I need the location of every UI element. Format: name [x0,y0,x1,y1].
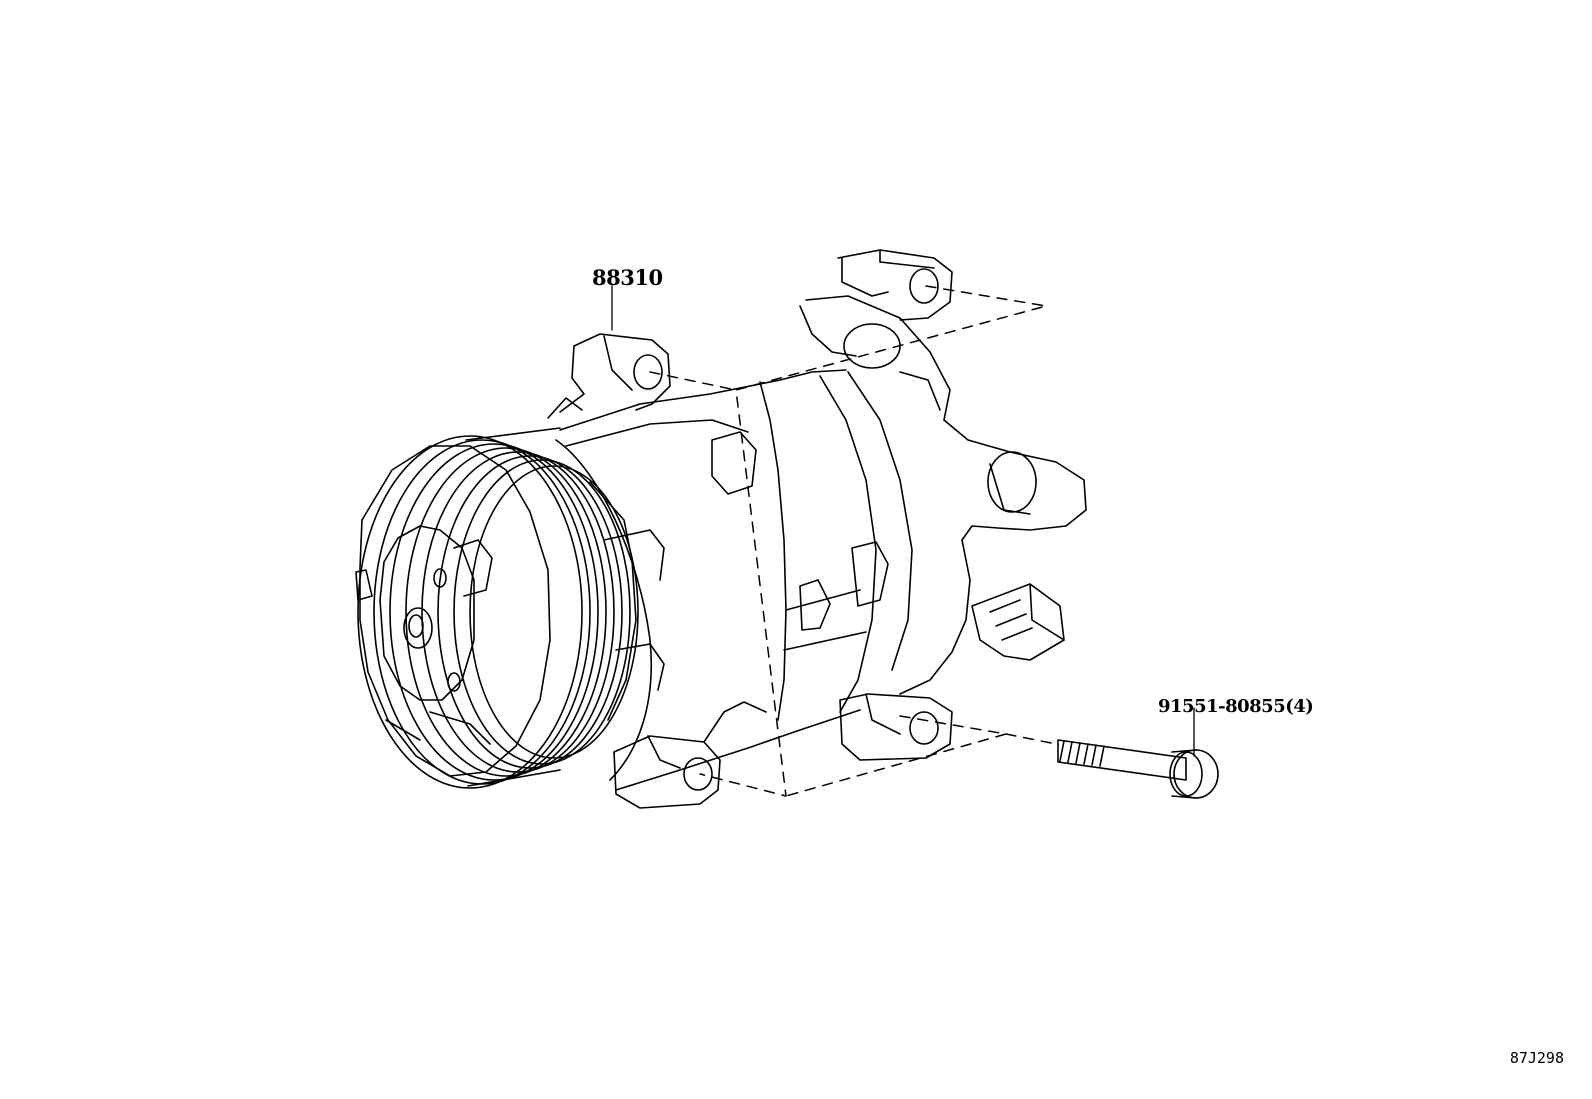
bolt [1058,740,1218,798]
pulley [358,428,638,788]
front-lower-ear [614,702,766,808]
figure-code: 87J298 [1509,1049,1564,1067]
part-number-label-compressor[interactable]: 88310 [592,265,663,290]
mounting-lines [650,286,1056,796]
rear-housing [800,250,1086,760]
compressor-body [560,370,912,790]
front-upper-ear [548,334,670,418]
clutch-area [556,440,664,780]
leader-lines [612,286,1194,756]
pulley-hub [356,446,550,776]
part-number-label-bolt[interactable]: 91551-80855(4) [1158,696,1314,717]
